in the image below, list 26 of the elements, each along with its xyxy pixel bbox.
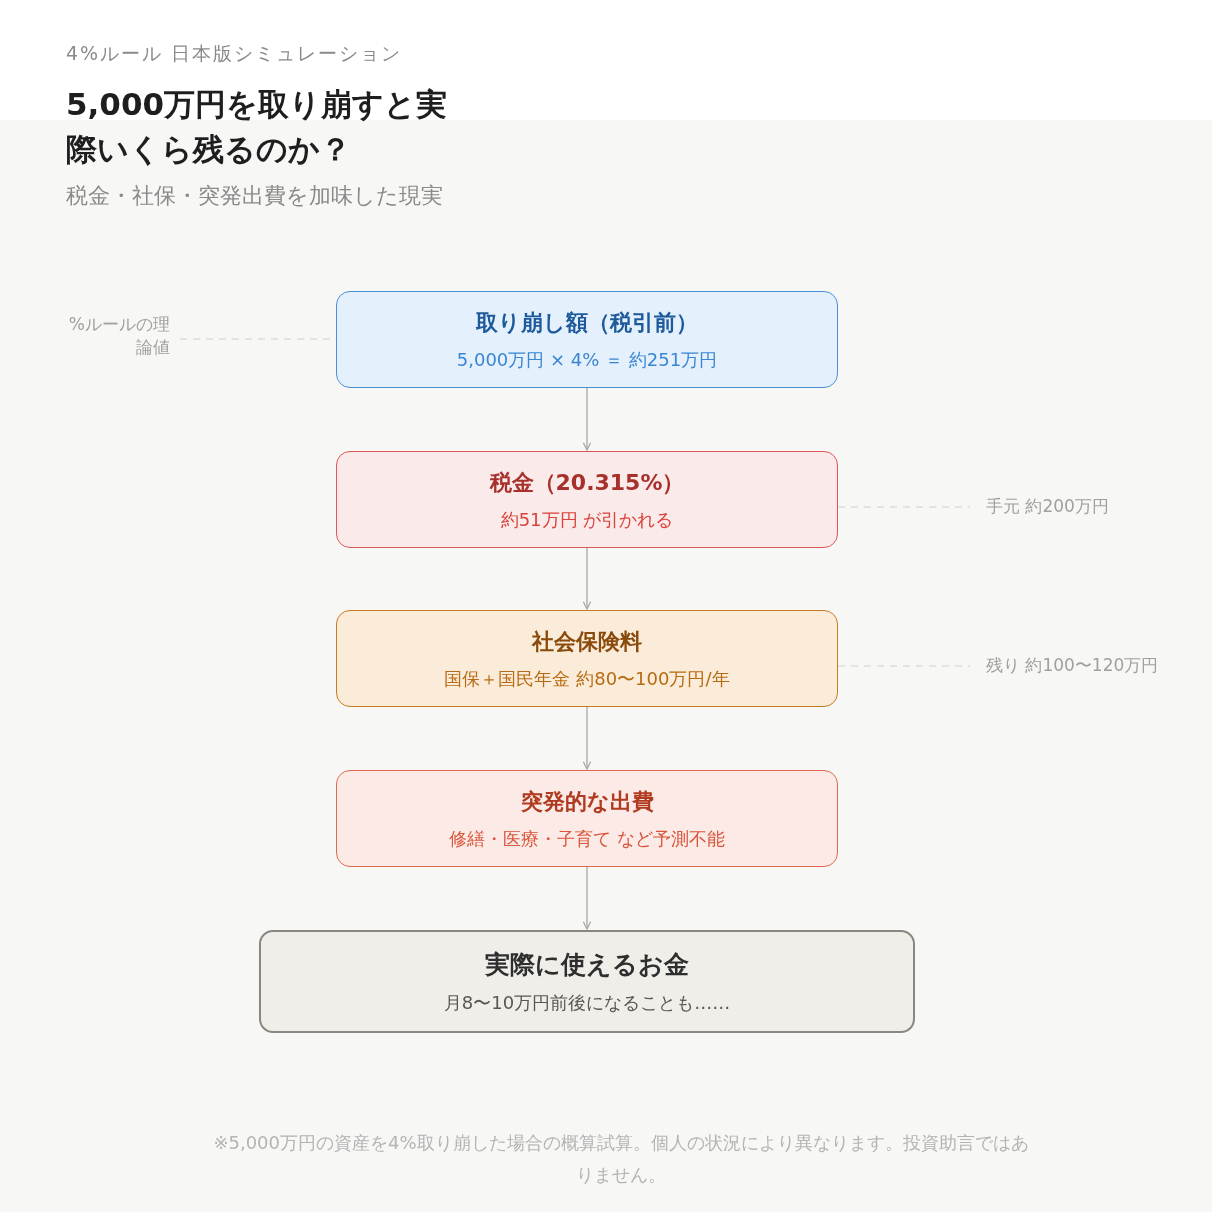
box-heading: 取り崩し額（税引前） [476, 308, 698, 337]
title: 5,000万円を取り崩すと実際いくら残るのか？ [66, 85, 449, 169]
arrow [582, 866, 592, 930]
process-box [336, 610, 838, 707]
box-heading: 実際に使えるお金 [485, 949, 689, 981]
subtitle: 税金・社保・突発出費を加味した現実 [66, 182, 443, 210]
process-box [259, 930, 915, 1033]
box-text: 修繕・医療・子育て など予測不能 [449, 826, 725, 851]
process-box [336, 770, 838, 867]
side-note: %ルールの理論値 [65, 313, 170, 359]
arrow [582, 706, 592, 770]
kicker-text: 4%ルール 日本版シミュレーション [66, 41, 403, 66]
arrow [582, 387, 592, 451]
process-box [336, 451, 838, 548]
box-text: 国保＋国民年金 約80〜100万円/年 [444, 666, 730, 691]
arrow [582, 547, 592, 610]
box-heading: 社会保険料 [532, 627, 642, 656]
process-box [336, 291, 838, 388]
box-text: 約51万円 が引かれる [500, 507, 674, 532]
box-text: 月8〜10万円前後になることも…… [443, 991, 731, 1015]
box-heading: 突発的な出費 [520, 787, 654, 816]
box-heading: 税金（20.315%） [489, 468, 685, 497]
footnote: ※5,000万円の資産を4%取り崩した場合の概算試算。個人の状況により異なります。投資助言ではありません。 [212, 1131, 1030, 1187]
side-note: 手元 約200万円 [986, 495, 1176, 518]
box-text: 5,000万円 × 4% ＝ 約251万円 [456, 347, 718, 372]
side-note: 残り 約100〜120万円 [986, 654, 1206, 677]
